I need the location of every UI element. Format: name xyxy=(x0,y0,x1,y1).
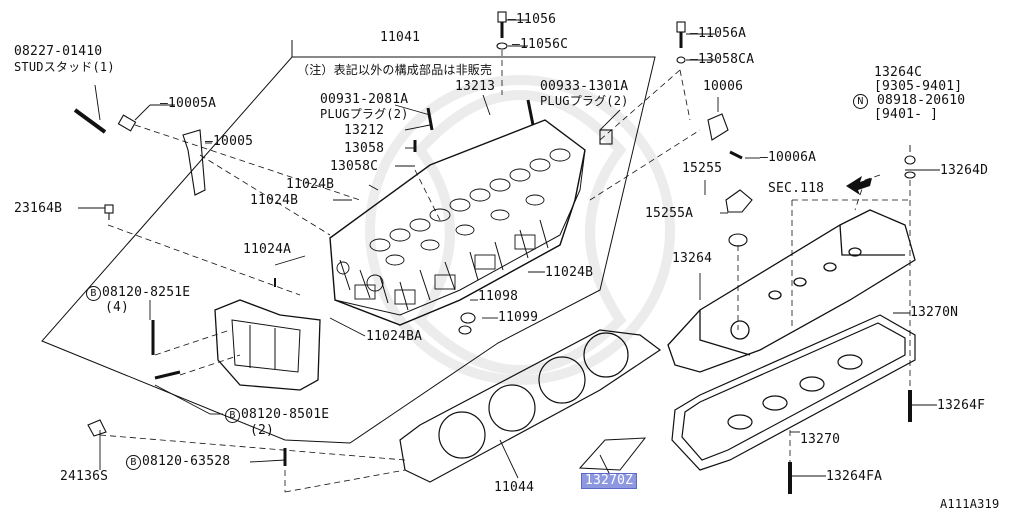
part-label-11024a: 11024A xyxy=(243,242,292,257)
part-label-13058: 13058 xyxy=(344,141,385,156)
part-label-00931: 00931-2081A xyxy=(320,92,409,107)
part-label-13264: 13264 xyxy=(672,251,713,266)
part-label-15255: 15255 xyxy=(682,161,723,176)
head-gasket xyxy=(399,329,662,483)
qty-2: (2) xyxy=(250,423,275,438)
b-circle-icon: B xyxy=(126,455,141,470)
part-label-10005a: —10005A xyxy=(160,96,217,111)
part-label-10005: —10005 xyxy=(205,134,254,149)
part-label-13264c: 13264C xyxy=(874,65,923,80)
part-label-11044: 11044 xyxy=(494,480,535,495)
part-label-13058ca: —13058CA xyxy=(690,52,755,67)
part-label-11056a: —11056A xyxy=(690,26,747,41)
part-label-13270: 13270 xyxy=(800,432,841,447)
part-label-13212: 13212 xyxy=(344,123,385,138)
dashed-guides xyxy=(99,50,911,493)
leader-lines xyxy=(78,19,940,479)
diagram-code: A111A319 xyxy=(940,497,1000,511)
part-label-11024b-1: 11024B xyxy=(286,177,335,192)
plug-seal-13270z xyxy=(578,437,647,471)
part-label-11099: 11099 xyxy=(498,310,539,325)
part-label-13270n: 13270N xyxy=(910,305,959,320)
valve-cover-gasket xyxy=(671,314,916,471)
part-label-11056c: —11056C xyxy=(512,37,569,52)
head-group-outline xyxy=(41,56,656,444)
part-label-11024ba: 11024BA xyxy=(366,329,423,344)
part-label-15255a: 15255A xyxy=(645,206,694,221)
part-label-23164b: 23164B xyxy=(14,201,63,216)
watermark xyxy=(365,75,675,385)
b-circle-icon: B xyxy=(86,286,101,301)
part-label-08918: N 08918-20610 xyxy=(853,94,965,109)
part-label-24136s: 24136S xyxy=(60,469,109,484)
part-label-11041: 11041 xyxy=(380,30,421,45)
part-label-13213: 13213 xyxy=(455,79,496,94)
part-label-10006: 10006 xyxy=(703,79,744,94)
part-label-13264f: 13264F xyxy=(937,398,986,413)
part-label-13264d: 13264D xyxy=(940,163,989,178)
cylinder-head xyxy=(329,119,586,326)
plug-label-2: PLUGプラグ(2) xyxy=(540,94,629,108)
part-label-13270z-highlighted[interactable]: 13270Z xyxy=(580,473,638,489)
b-circle-icon: B xyxy=(225,408,240,423)
part-label-00933: 00933-1301A xyxy=(540,79,629,94)
qty-4: (4) xyxy=(105,300,130,315)
sec-arrow xyxy=(846,176,872,195)
part-label-11024b-3: 11024B xyxy=(545,265,594,280)
fasteners xyxy=(73,11,916,494)
date-range-1: [9305-9401] xyxy=(874,79,963,94)
plug-label-1: PLUGプラグ(2) xyxy=(320,107,409,121)
part-label-11056: —11056 xyxy=(508,12,557,27)
part-label-13264fa: 13264FA xyxy=(826,469,883,484)
part-label-11024b-2: 11024B xyxy=(250,193,299,208)
note-not-sold: （注）表記以外の構成部品は非販売 xyxy=(297,63,493,77)
stud-label: STUDスタッド(1) xyxy=(14,60,115,74)
part-label-13058c: 13058C xyxy=(330,159,379,174)
rear-cover-plate xyxy=(214,299,321,391)
valve-cover xyxy=(667,209,916,373)
part-label-11098: 11098 xyxy=(478,289,519,304)
part-label-08227: 08227-01410 xyxy=(14,44,103,59)
sec-reference: SEC.118 xyxy=(768,181,825,196)
n-circle-icon: N xyxy=(853,94,868,109)
date-range-2: [9401- ] xyxy=(874,107,939,122)
part-label-10006a: —10006A xyxy=(760,150,817,165)
